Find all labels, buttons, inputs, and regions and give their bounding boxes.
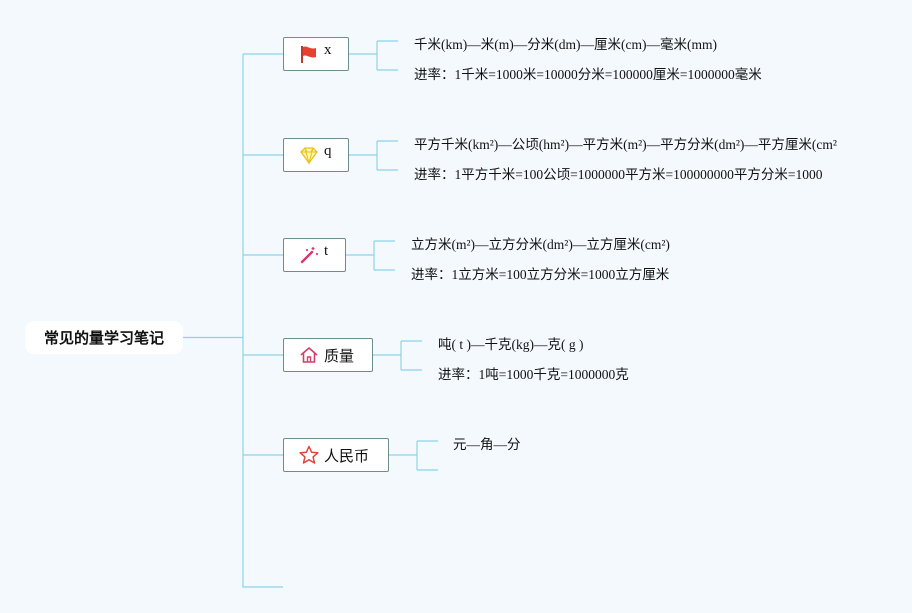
- leaf-topic-rate[interactable]: 进率：1千米=1000米=10000分米=100000厘米=1000000毫米: [414, 67, 762, 82]
- leaf-topic-rate[interactable]: 进率：1立方米=100立方分米=1000立方厘米: [411, 267, 670, 282]
- root-topic-label: 常见的量学习笔记: [43, 330, 164, 347]
- branch-topic-currency[interactable]: 人民币: [283, 438, 389, 472]
- branch-topic-label: q: [324, 142, 332, 159]
- trunk-line: [242, 54, 283, 588]
- diamond-icon: [298, 144, 320, 166]
- root-topic[interactable]: 常见的量学习笔记: [25, 321, 183, 354]
- branch-topic-label: x: [324, 41, 332, 58]
- leaf-topic-units[interactable]: 千米(km)—米(m)—分米(dm)—厘米(cm)—毫米(mm): [414, 37, 717, 52]
- branch-topic-area[interactable]: q: [283, 138, 349, 172]
- branch-topic-volume[interactable]: t: [283, 238, 346, 272]
- branch-topic-length[interactable]: x: [283, 37, 349, 71]
- leaf-connector-4: [372, 340, 422, 371]
- leaf-connector-5: [388, 440, 438, 471]
- leaf-topic-rate[interactable]: 进率：1吨=1000千克=1000000克: [438, 367, 629, 382]
- branch-topic-label: t: [324, 242, 329, 259]
- leaf-connector-1: [348, 40, 398, 71]
- leaf-topic-units[interactable]: 平方千米(km²)—公顷(hm²)—平方米(m²)—平方分米(dm²)—平方厘米…: [414, 137, 837, 152]
- leaf-topic-units[interactable]: 吨( t )—千克(kg)—克( g ): [438, 337, 584, 352]
- star-icon: [298, 444, 320, 466]
- house-icon: [298, 344, 320, 366]
- leaf-topic-units[interactable]: 立方米(m²)—立方分米(dm²)—立方厘米(cm²): [411, 237, 670, 252]
- branch-topic-mass[interactable]: 质量: [283, 338, 373, 372]
- leaf-topic-units[interactable]: 元—角—分: [453, 437, 521, 452]
- branch-topic-label: 人民币: [324, 447, 370, 465]
- branch-topic-label: 质量: [324, 347, 355, 365]
- leaf-topic-rate[interactable]: 进率：1平方千米=100公顷=1000000平方米=100000000平方分米=…: [414, 167, 823, 182]
- leaf-connector-2: [348, 140, 398, 171]
- magic-wand-icon: [298, 244, 320, 266]
- red-flag-icon: [298, 43, 320, 65]
- leaf-connector-3: [345, 240, 395, 271]
